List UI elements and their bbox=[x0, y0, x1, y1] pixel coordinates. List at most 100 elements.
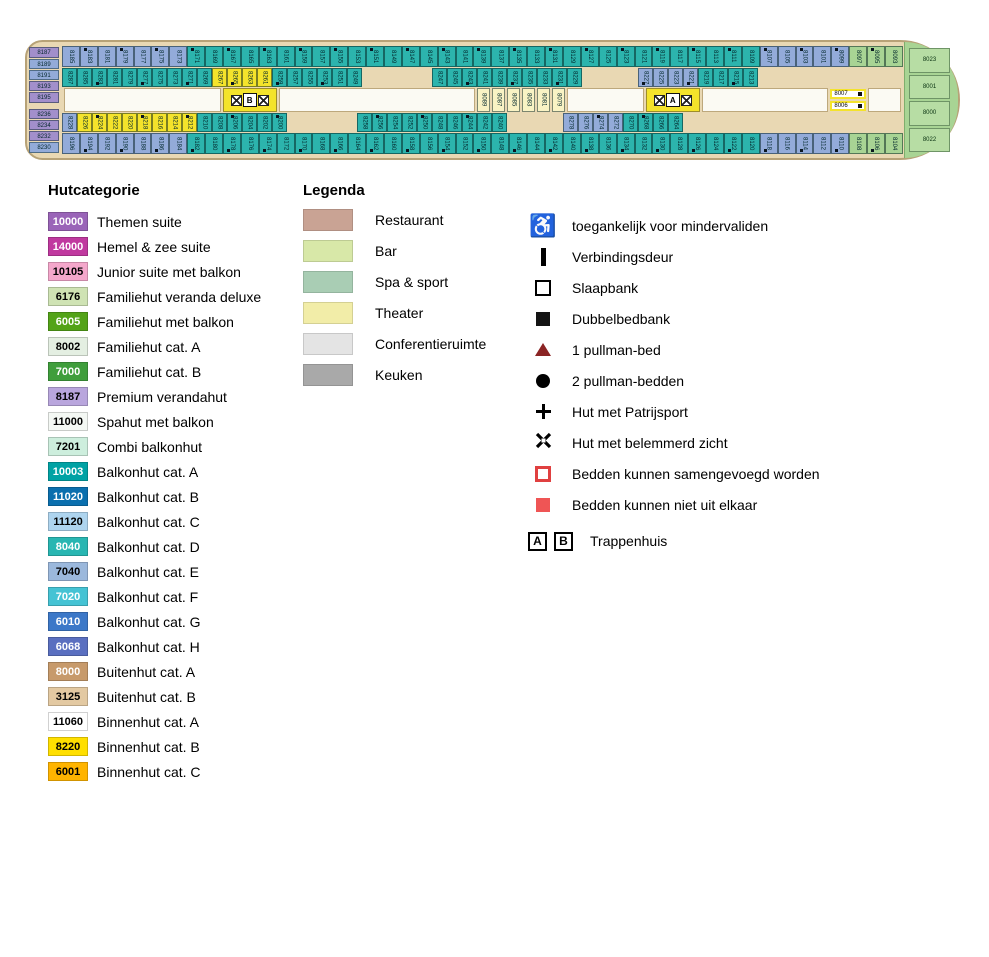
cabin[interactable]: 8177 bbox=[133, 46, 152, 67]
cabin[interactable]: 8253 bbox=[317, 68, 332, 87]
cabin[interactable]: 8202 bbox=[257, 113, 272, 132]
cabin[interactable]: 8168 bbox=[312, 133, 331, 154]
cabin[interactable]: 8187 bbox=[29, 47, 59, 58]
cabin[interactable]: 8165 bbox=[240, 46, 259, 67]
cabin[interactable]: 8111 bbox=[723, 46, 742, 67]
cabin[interactable]: 8247 bbox=[432, 68, 447, 87]
cabin[interactable]: 8104 bbox=[884, 133, 903, 154]
cabin[interactable]: 8106 bbox=[867, 133, 885, 154]
cabin[interactable]: 8287 bbox=[62, 68, 77, 87]
cabin[interactable]: 8143 bbox=[437, 46, 456, 67]
cabin[interactable]: 8129 bbox=[562, 46, 581, 67]
cabin[interactable]: 8252 bbox=[402, 113, 417, 132]
cabin[interactable]: 8245 bbox=[447, 68, 462, 87]
cabin[interactable]: 8006 bbox=[830, 101, 867, 111]
cabin[interactable]: 8189 bbox=[29, 58, 59, 69]
cabin[interactable]: 8079 bbox=[552, 88, 566, 112]
cabin[interactable]: 8150 bbox=[473, 133, 492, 154]
cabin[interactable]: 8273 bbox=[167, 68, 182, 87]
cabin[interactable]: 8234 bbox=[29, 119, 59, 131]
cabin[interactable]: 8171 bbox=[187, 46, 206, 67]
cabin[interactable]: 8283 bbox=[92, 68, 107, 87]
cabin[interactable]: 8147 bbox=[401, 46, 420, 67]
cabin[interactable]: 8229 bbox=[567, 68, 582, 87]
cabin[interactable]: 8193 bbox=[29, 81, 59, 92]
cabin[interactable]: 8085 bbox=[507, 88, 521, 112]
cabin[interactable]: 8144 bbox=[527, 133, 546, 154]
cabin[interactable]: 8230 bbox=[29, 142, 59, 153]
cabin[interactable]: 8181 bbox=[97, 46, 116, 67]
cabin[interactable]: 8119 bbox=[652, 46, 671, 67]
cabin[interactable]: 8099 bbox=[831, 46, 850, 67]
cabin[interactable]: 8213 bbox=[743, 68, 758, 87]
cabin[interactable]: 8281 bbox=[107, 68, 122, 87]
cabin[interactable]: 8116 bbox=[777, 133, 796, 154]
cabin[interactable]: 8206 bbox=[227, 113, 242, 132]
cabin[interactable]: 8285 bbox=[77, 68, 92, 87]
cabin[interactable]: 8105 bbox=[777, 46, 796, 67]
cabin[interactable]: 8225 bbox=[653, 68, 668, 87]
cabin[interactable]: 8000 bbox=[909, 101, 950, 126]
cabin[interactable]: 8152 bbox=[455, 133, 474, 154]
cabin[interactable]: 8157 bbox=[312, 46, 331, 67]
cabin[interactable]: 8159 bbox=[294, 46, 313, 67]
cabin[interactable]: 8210 bbox=[197, 113, 212, 132]
cabin[interactable]: 8173 bbox=[169, 46, 188, 67]
cabin[interactable]: 8097 bbox=[849, 46, 868, 67]
cabin[interactable]: 8103 bbox=[795, 46, 814, 67]
cabin[interactable]: 8148 bbox=[491, 133, 510, 154]
cabin[interactable]: 8122 bbox=[723, 133, 742, 154]
cabin[interactable]: 8163 bbox=[258, 46, 277, 67]
cabin[interactable]: 8251 bbox=[332, 68, 347, 87]
cabin[interactable]: 8212 bbox=[182, 113, 197, 132]
cabin[interactable]: 8246 bbox=[447, 113, 462, 132]
cabin[interactable]: 8192 bbox=[97, 133, 116, 154]
cabin[interactable]: 8184 bbox=[169, 133, 188, 154]
cabin[interactable]: 8224 bbox=[92, 113, 107, 132]
cabin[interactable]: 8121 bbox=[634, 46, 653, 67]
cabin[interactable]: 8126 bbox=[688, 133, 707, 154]
cabin[interactable]: 8186 bbox=[151, 133, 170, 154]
cabin[interactable]: 8145 bbox=[419, 46, 438, 67]
cabin[interactable]: 8149 bbox=[384, 46, 402, 67]
cabin[interactable]: 8083 bbox=[522, 88, 536, 112]
cabin[interactable]: 8274 bbox=[593, 113, 608, 132]
cabin[interactable]: 8220 bbox=[122, 113, 137, 132]
cabin[interactable]: 8190 bbox=[115, 133, 134, 154]
cabin[interactable]: 8172 bbox=[276, 133, 295, 154]
cabin[interactable]: 8113 bbox=[706, 46, 724, 67]
cabin[interactable]: 8022 bbox=[909, 127, 950, 152]
cabin[interactable]: 8128 bbox=[670, 133, 689, 154]
cabin[interactable]: 8266 bbox=[653, 113, 668, 132]
cabin[interactable]: 8169 bbox=[205, 46, 224, 67]
cabin[interactable]: 8275 bbox=[152, 68, 167, 87]
cabin[interactable]: 8248 bbox=[432, 113, 447, 132]
cabin[interactable]: 8244 bbox=[462, 113, 477, 132]
cabin[interactable]: 8093 bbox=[884, 46, 903, 67]
cabin[interactable]: 8137 bbox=[491, 46, 510, 67]
cabin[interactable]: 8125 bbox=[598, 46, 617, 67]
cabin[interactable]: 8133 bbox=[527, 46, 546, 67]
cabin[interactable]: 8268 bbox=[638, 113, 653, 132]
cabin[interactable]: 8267 bbox=[212, 68, 227, 87]
cabin[interactable]: 8259 bbox=[272, 68, 287, 87]
cabin[interactable]: 8155 bbox=[330, 46, 349, 67]
cabin[interactable]: 8174 bbox=[258, 133, 277, 154]
cabin[interactable]: 8204 bbox=[242, 113, 257, 132]
cabin[interactable]: 8279 bbox=[122, 68, 137, 87]
cabin[interactable]: 8254 bbox=[387, 113, 402, 132]
cabin[interactable]: 8278 bbox=[563, 113, 578, 132]
cabin[interactable]: 8117 bbox=[670, 46, 689, 67]
cabin[interactable]: 8112 bbox=[813, 133, 832, 154]
cabin[interactable]: 8167 bbox=[223, 46, 241, 67]
cabin[interactable]: 8120 bbox=[741, 133, 760, 154]
stairwell-b[interactable]: B bbox=[222, 88, 277, 112]
cabin[interactable]: 8250 bbox=[417, 113, 432, 132]
cabin[interactable]: 8271 bbox=[182, 68, 197, 87]
cabin[interactable]: 8222 bbox=[107, 113, 122, 132]
cabin[interactable]: 8101 bbox=[813, 46, 832, 67]
cabin[interactable]: 8108 bbox=[849, 133, 868, 154]
cabin[interactable]: 8208 bbox=[212, 113, 227, 132]
cabin[interactable]: 8242 bbox=[477, 113, 492, 132]
cabin[interactable]: 8217 bbox=[713, 68, 728, 87]
